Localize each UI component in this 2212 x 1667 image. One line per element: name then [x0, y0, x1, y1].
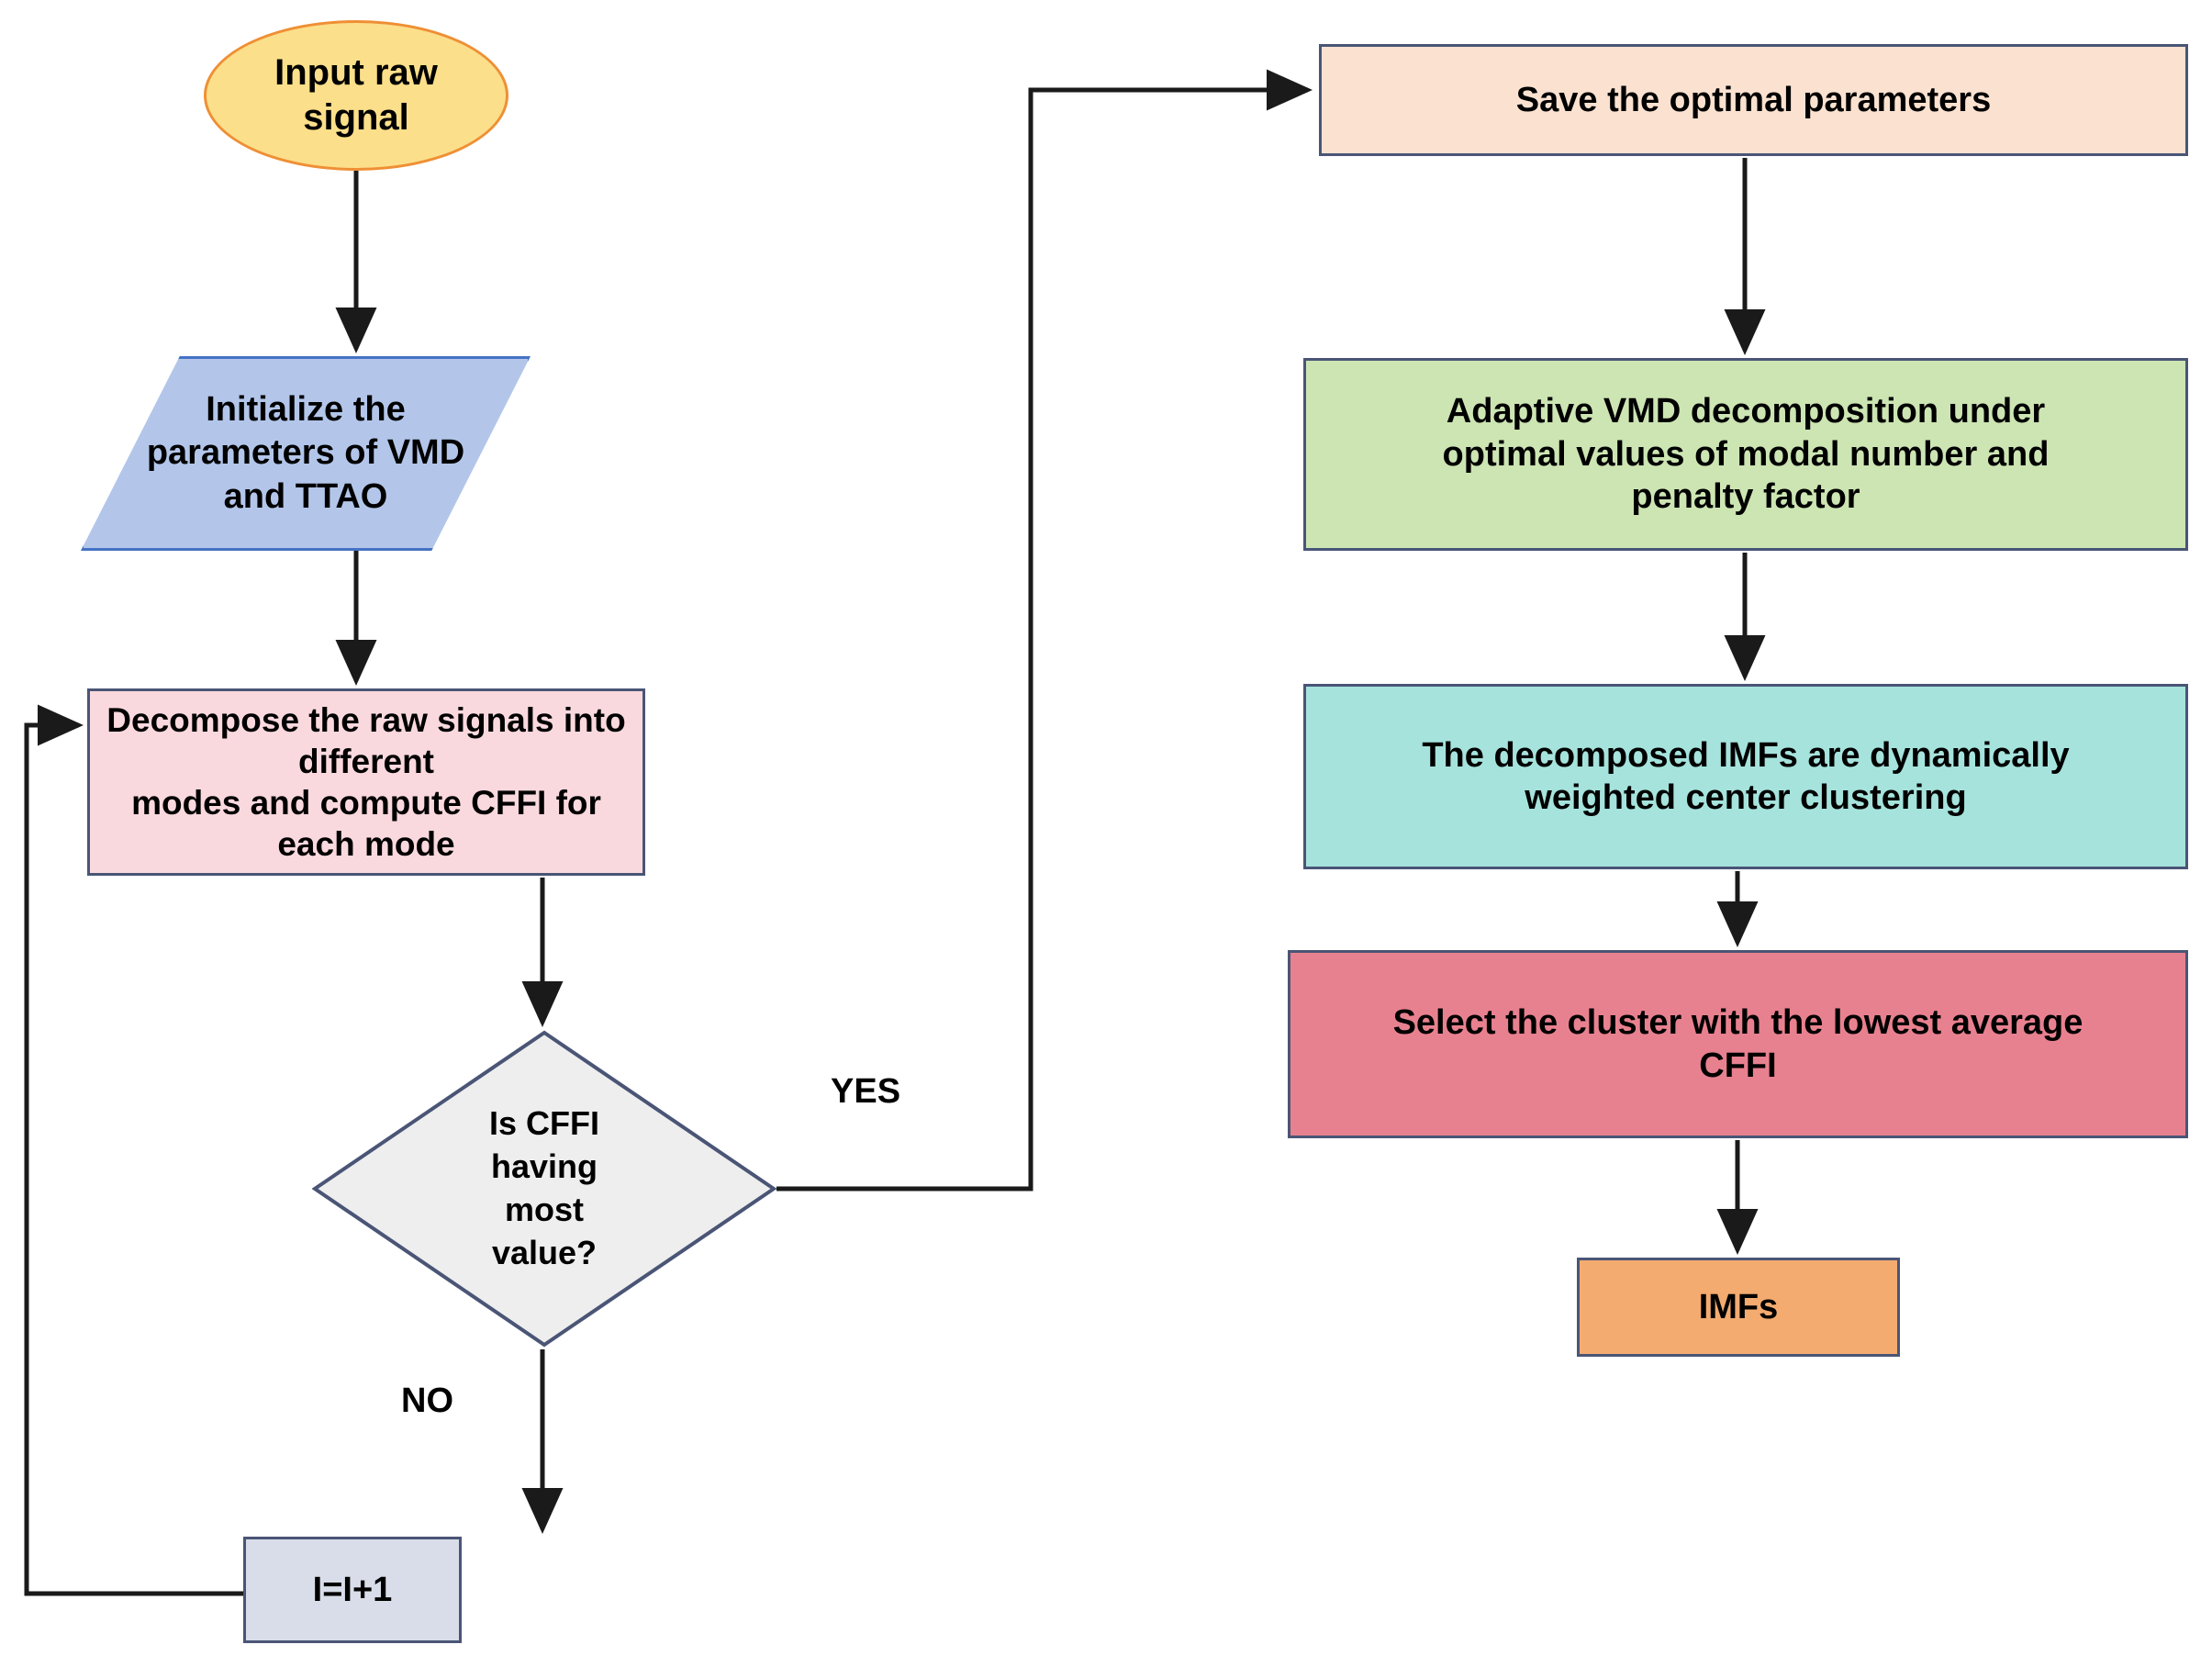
- node-decision-label: Is CFFI having most value?: [488, 1104, 599, 1271]
- node-imfs-output-label: IMFs: [1698, 1287, 1779, 1326]
- node-iteration-increment-label: I=I+1: [312, 1570, 393, 1609]
- edge-decision-save: [776, 69, 1313, 1192]
- node-weighted-center-clustering-label: The decomposed IMFs are dynamically weig…: [1422, 735, 2070, 817]
- node-initialize-parameters[interactable]: Initialize the parameters of VMD and TTA…: [81, 356, 531, 551]
- node-input-raw-signal-label: Input raw signal: [274, 52, 438, 138]
- node-decompose-signals-label: Decompose the raw signals into different…: [106, 700, 626, 864]
- edge-label-no: NO: [401, 1382, 453, 1420]
- node-decompose-signals[interactable]: Decompose the raw signals into different…: [87, 688, 645, 876]
- edge-label-yes: YES: [831, 1072, 901, 1111]
- node-adaptive-vmd-decomposition-label: Adaptive VMD decomposition under optimal…: [1442, 392, 2050, 517]
- node-initialize-parameters-label: Initialize the parameters of VMD and TTA…: [146, 389, 465, 516]
- node-input-raw-signal[interactable]: Input raw signal: [204, 20, 508, 171]
- node-weighted-center-clustering[interactable]: The decomposed IMFs are dynamically weig…: [1303, 684, 2188, 869]
- node-save-optimal-parameters-label: Save the optimal parameters: [1515, 80, 1992, 119]
- node-select-lowest-average-cffi-label: Select the cluster with the lowest avera…: [1392, 1003, 2084, 1085]
- diamond-outline: [312, 1030, 776, 1348]
- node-adaptive-vmd-decomposition[interactable]: Adaptive VMD decomposition under optimal…: [1303, 358, 2188, 551]
- node-decision-is-cffi-most[interactable]: Is CFFI having most value?: [312, 1030, 776, 1348]
- node-select-lowest-average-cffi[interactable]: Select the cluster with the lowest avera…: [1288, 950, 2188, 1138]
- node-iteration-increment[interactable]: I=I+1: [243, 1537, 462, 1643]
- node-save-optimal-parameters[interactable]: Save the optimal parameters: [1319, 44, 2188, 156]
- node-imfs-output[interactable]: IMFs: [1577, 1258, 1900, 1357]
